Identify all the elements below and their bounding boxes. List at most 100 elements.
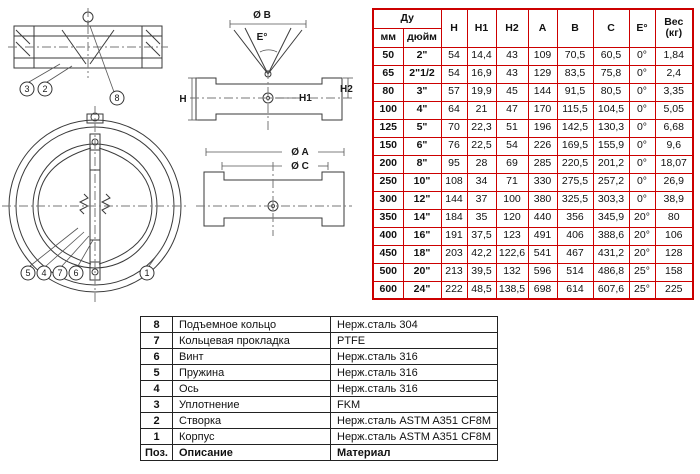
dim-cell: 39,5 xyxy=(466,262,497,282)
valve-drawing: 3 2 8 5 4 7 6 xyxy=(0,0,370,310)
dim-cell: 50 xyxy=(372,46,404,66)
dim-cell: 0° xyxy=(628,46,656,66)
svg-text:4: 4 xyxy=(41,268,46,278)
col-h1: H1 xyxy=(466,8,497,48)
parts-cell: Нерж.сталь 316 xyxy=(329,364,499,381)
dim-cell: 225 xyxy=(654,280,694,300)
dim-cell: 20° xyxy=(628,226,656,246)
callout-2: 2 xyxy=(37,81,53,97)
dim-cell: 330 xyxy=(527,172,558,192)
dim-cell: 12" xyxy=(402,190,442,210)
dim-cell: 325,5 xyxy=(556,190,594,210)
dim-cell: 69 xyxy=(495,154,529,174)
dim-cell: 54 xyxy=(495,136,529,156)
dim-cell: 388,6 xyxy=(592,226,630,246)
dim-cell: 132 xyxy=(495,262,529,282)
side-view-open xyxy=(188,20,353,130)
svg-text:8: 8 xyxy=(114,93,119,103)
dim-cell: 108 xyxy=(440,172,468,192)
dim-cell: 158 xyxy=(654,262,694,282)
dim-cell: 43 xyxy=(495,64,529,84)
callout-1: 1 xyxy=(139,265,155,281)
parts-cell: Винт xyxy=(172,348,331,365)
parts-cell: FKM xyxy=(329,396,499,413)
valve-drawing-svg: 3 2 8 5 4 7 6 xyxy=(2,8,353,302)
parts-cell: Нерж.сталь 316 xyxy=(329,348,499,365)
dim-cell: 16" xyxy=(402,226,442,246)
dim-cell: 6,68 xyxy=(654,118,694,138)
callout-5: 5 xyxy=(20,265,36,281)
col-du: Ду xyxy=(372,8,442,29)
dim-cell: 76 xyxy=(440,136,468,156)
dim-cell: 213 xyxy=(440,262,468,282)
dim-cell: 10" xyxy=(402,172,442,192)
svg-text:7: 7 xyxy=(57,268,62,278)
dim-cell: 20° xyxy=(628,244,656,264)
col-inch: дюйм xyxy=(402,27,442,48)
dim-label-oc: Ø C xyxy=(291,161,309,172)
dim-cell: 1,84 xyxy=(654,46,694,66)
dim-cell: 200 xyxy=(372,154,404,174)
col-a: A xyxy=(527,8,558,48)
dim-cell: 91,5 xyxy=(556,82,594,102)
dim-cell: 300 xyxy=(372,190,404,210)
dim-cell: 0° xyxy=(628,118,656,138)
dim-cell: 380 xyxy=(527,190,558,210)
dim-cell: 130,3 xyxy=(592,118,630,138)
dim-cell: 100 xyxy=(495,190,529,210)
dim-cell: 191 xyxy=(440,226,468,246)
parts-header-cell: Поз. xyxy=(140,444,173,461)
spring-right xyxy=(100,193,112,215)
dim-cell: 95 xyxy=(440,154,468,174)
dim-cell: 104,5 xyxy=(592,100,630,120)
dim-cell: 129 xyxy=(527,64,558,84)
dim-cell: 47 xyxy=(495,100,529,120)
parts-cell: Пружина xyxy=(172,364,331,381)
dim-cell: 128 xyxy=(654,244,694,264)
dim-label-h: H xyxy=(179,94,186,105)
dim-cell: 201,2 xyxy=(592,154,630,174)
side-view-section xyxy=(196,148,352,236)
parts-header-cell: Описание xyxy=(172,444,331,461)
dim-cell: 115,5 xyxy=(556,100,594,120)
dim-cell: 486,8 xyxy=(592,262,630,282)
col-h2: H2 xyxy=(495,8,529,48)
dim-label-h1: H1 xyxy=(299,93,312,104)
dim-cell: 0° xyxy=(628,64,656,84)
dim-cell: 57 xyxy=(440,82,468,102)
dim-cell: 48,5 xyxy=(466,280,497,300)
dim-cell: 8" xyxy=(402,154,442,174)
dim-cell: 80 xyxy=(654,208,694,228)
parts-header-cell: Материал xyxy=(329,444,499,461)
callout-6: 6 xyxy=(68,265,84,281)
dim-cell: 109 xyxy=(527,46,558,66)
parts-cell: Уплотнение xyxy=(172,396,331,413)
dim-cell: 14,4 xyxy=(466,46,497,66)
svg-text:5: 5 xyxy=(25,268,30,278)
dim-cell: 596 xyxy=(527,262,558,282)
dim-cell: 275,5 xyxy=(556,172,594,192)
dim-cell: 80,5 xyxy=(592,82,630,102)
dim-cell: 144 xyxy=(527,82,558,102)
dim-cell: 698 xyxy=(527,280,558,300)
dim-cell: 0° xyxy=(628,190,656,210)
dim-cell: 5,05 xyxy=(654,100,694,120)
top-section-view xyxy=(8,8,168,78)
dim-cell: 54 xyxy=(440,64,468,84)
callout-4: 4 xyxy=(36,265,52,281)
parts-cell: Нерж.сталь 316 xyxy=(329,380,499,397)
dim-cell: 70,5 xyxy=(556,46,594,66)
dim-cell: 38,9 xyxy=(654,190,694,210)
svg-text:6: 6 xyxy=(73,268,78,278)
